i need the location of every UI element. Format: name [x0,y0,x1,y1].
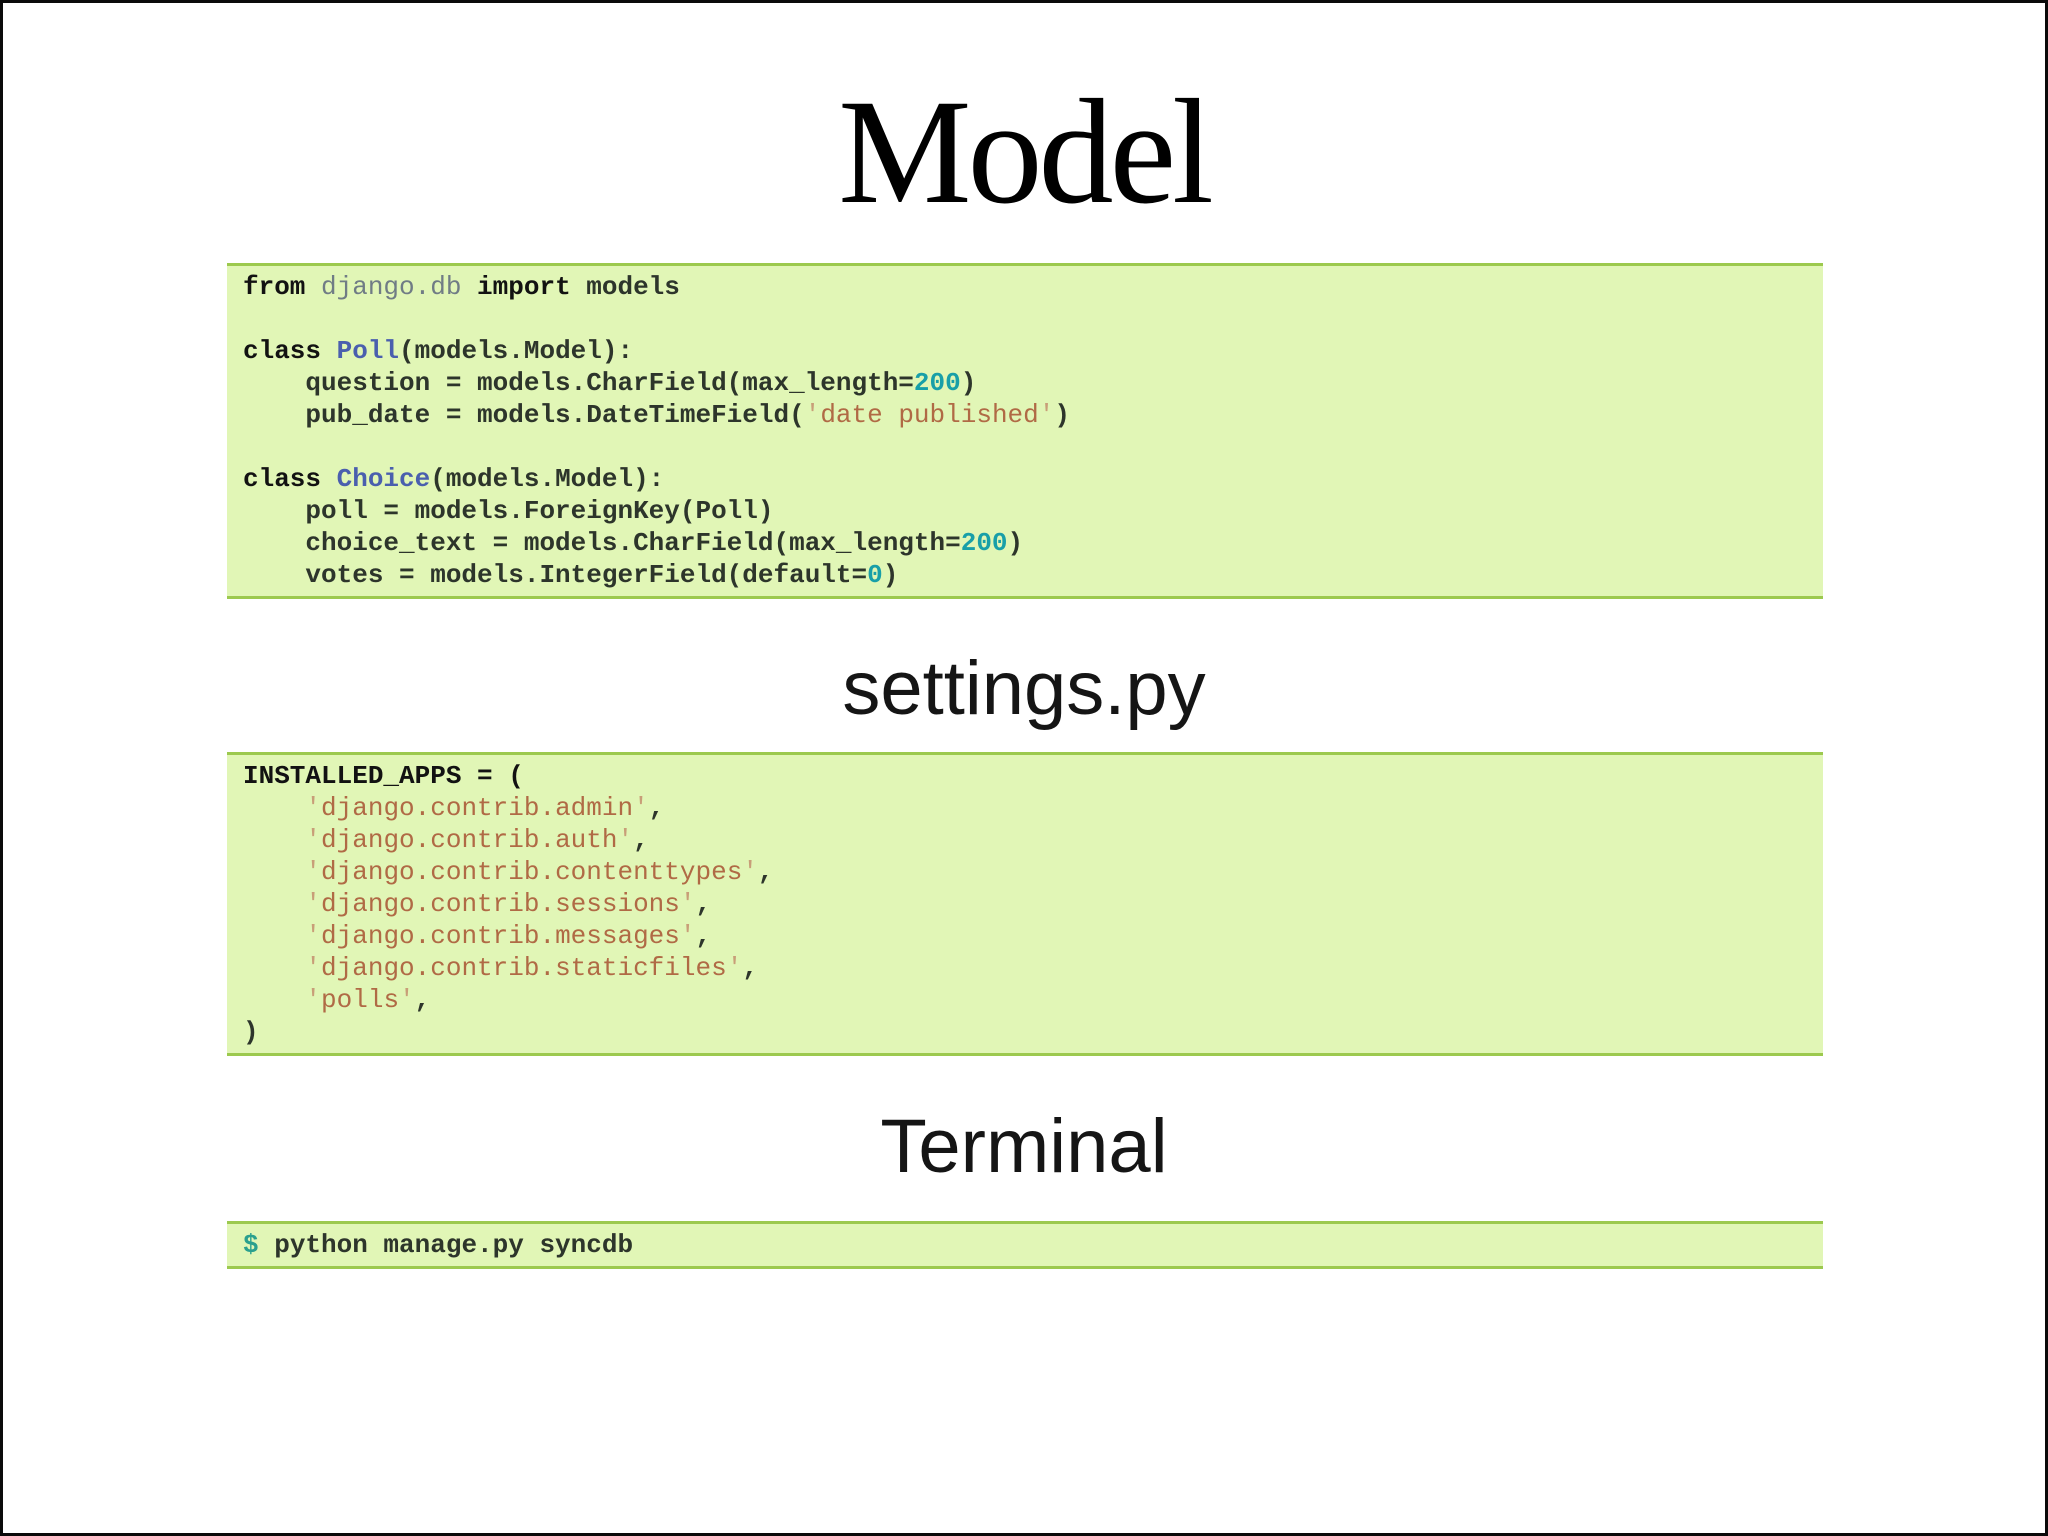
code-line: INSTALLED_APPS = ( [243,760,1807,792]
code-line: 'django.contrib.messages', [243,920,1807,952]
code-token-num: 200 [913,368,961,398]
code-token-cls: Choice [336,464,431,494]
code-token-strq: ' [633,793,649,823]
code-token-strq: ' [1038,400,1055,430]
code-token-plain [243,825,305,855]
code-token-num: 200 [960,528,1008,558]
code-token-strq: ' [305,793,322,823]
heading-terminal: Terminal [880,1104,1168,1189]
code-line: 'django.contrib.staticfiles', [243,952,1807,984]
code-token-plain: pub_date = models.DateTimeField( [243,400,805,430]
code-line: votes = models.IntegerField(default=0) [243,559,1807,591]
code-token-plain [243,793,305,823]
code-token-plain: ) [1007,528,1024,558]
code-block-models-py: from django.db import models class Poll(… [227,263,1823,599]
code-line: choice_text = models.CharField(max_lengt… [243,527,1807,559]
code-token-plain [243,889,305,919]
code-line: from django.db import models [243,271,1807,303]
code-token-plain: , [742,953,758,983]
code-line: ) [243,1016,1807,1048]
code-line: 'django.contrib.sessions', [243,888,1807,920]
code-token-plain: ) [243,1017,259,1047]
code-token-strq: ' [305,889,322,919]
code-line: pub_date = models.DateTimeField('date pu… [243,399,1807,431]
code-token-plain: choice_text = models.CharField(max_lengt… [243,528,961,558]
code-token-plain: , [633,825,649,855]
code-token-plain: question = models.CharField(max_length= [243,368,914,398]
code-token-plain: models [570,272,680,302]
code-token-strq: ' [305,953,322,983]
code-token-plain: poll = models.ForeignKey(Poll) [243,496,774,526]
code-token-plain: , [695,921,712,951]
code-token-plain: votes = models.IntegerField(default= [243,560,868,590]
code-token-prompt: $ [243,1230,259,1260]
code-token-str: django.contrib.contenttypes [321,857,743,887]
code-token-plain [243,953,305,983]
code-line: 'django.contrib.auth', [243,824,1807,856]
code-token-kw: INSTALLED_APPS = ( [243,761,524,791]
code-token-str: django.contrib.staticfiles [321,953,727,983]
code-token-kw: class [243,464,337,494]
code-token-str: django.contrib.messages [321,921,680,951]
code-token-plain: (models.Model): [430,464,665,494]
code-token-str: django.contrib.auth [321,825,618,855]
code-token-num: 0 [867,560,883,590]
page-title: Model [838,69,1214,235]
code-token-plain: (models.Model): [399,336,634,366]
code-line: question = models.CharField(max_length=2… [243,367,1807,399]
code-token-kw: from [243,272,322,302]
code-token-strq: ' [617,825,634,855]
code-block-settings-py: INSTALLED_APPS = ( 'django.contrib.admin… [227,752,1823,1056]
code-token-plain: , [695,889,712,919]
code-token-plain: ) [960,368,977,398]
code-token-kw: import [461,272,571,302]
code-token-str: date published [820,400,1039,430]
heading-settings-py: settings.py [842,646,1206,731]
code-token-plain: ) [1054,400,1070,430]
code-block-terminal: $ python manage.py syncdb [227,1221,1823,1269]
code-token-plain: , [648,793,665,823]
code-token-cls: Poll [336,336,400,366]
code-line: 'django.contrib.admin', [243,792,1807,824]
code-token-plain: , [414,985,431,1015]
code-token-str: polls [321,985,400,1015]
code-line [243,431,1807,463]
code-token-plain [243,857,305,887]
code-token-strq: ' [726,953,743,983]
code-token-plain [243,921,305,951]
code-token-kw: class [243,336,337,366]
code-token-mod: django.db [321,272,462,302]
code-token-strq: ' [305,985,322,1015]
code-line: class Choice(models.Model): [243,463,1807,495]
code-token-str: django.contrib.sessions [321,889,680,919]
code-line: $ python manage.py syncdb [243,1229,1807,1261]
code-token-strq: ' [305,825,322,855]
code-token-plain: python manage.py syncdb [258,1230,634,1260]
code-token-strq: ' [305,857,322,887]
code-line: poll = models.ForeignKey(Poll) [243,495,1807,527]
code-token-strq: ' [399,985,415,1015]
code-token-str: django.contrib.admin [321,793,634,823]
code-line: class Poll(models.Model): [243,335,1807,367]
code-token-strq: ' [742,857,758,887]
code-token-strq: ' [804,400,821,430]
code-token-strq: ' [679,889,696,919]
code-line: 'polls', [243,984,1807,1016]
code-line [243,303,1807,335]
code-token-strq: ' [305,921,322,951]
code-token-plain: ) [882,560,899,590]
code-token-plain [243,985,305,1015]
code-token-plain: , [757,857,774,887]
code-token-strq: ' [679,921,696,951]
code-line: 'django.contrib.contenttypes', [243,856,1807,888]
